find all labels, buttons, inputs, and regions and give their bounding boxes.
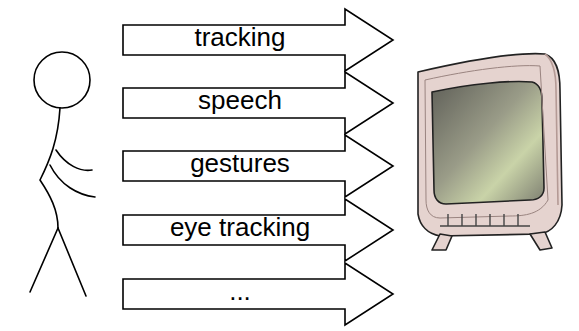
stick-figure <box>30 52 95 296</box>
arrow-shape <box>123 9 393 71</box>
arrow-block: eye tracking <box>123 198 393 262</box>
arrow-block: tracking <box>123 8 393 72</box>
arrow-block: gestures <box>123 134 393 198</box>
monitor-bezel <box>425 66 548 218</box>
arrow-shape <box>123 263 393 325</box>
arrow-block: ... <box>123 262 393 326</box>
arrow-shape <box>123 72 393 134</box>
figure-leg <box>30 228 58 292</box>
input-label: tracking <box>123 22 357 52</box>
arrow-block: speech <box>123 71 393 135</box>
figure-head <box>34 52 90 108</box>
input-label: ... <box>123 276 357 306</box>
input-label: speech <box>123 85 357 115</box>
figure-arm <box>56 150 92 170</box>
arrow-shape <box>123 199 393 261</box>
figure-leg <box>58 228 86 296</box>
monitor-case <box>418 54 562 236</box>
monitor <box>418 54 562 250</box>
input-label: eye tracking <box>123 212 357 242</box>
figure-arm <box>50 165 95 197</box>
input-label: gestures <box>123 148 357 178</box>
arrow-outline <box>123 262 393 326</box>
monitor-screen <box>432 81 544 204</box>
monitor-grille <box>440 214 530 226</box>
arrow-shape <box>123 135 393 197</box>
monitor-foot <box>530 232 552 250</box>
monitor-foot <box>432 234 452 250</box>
figure-body <box>40 108 60 228</box>
